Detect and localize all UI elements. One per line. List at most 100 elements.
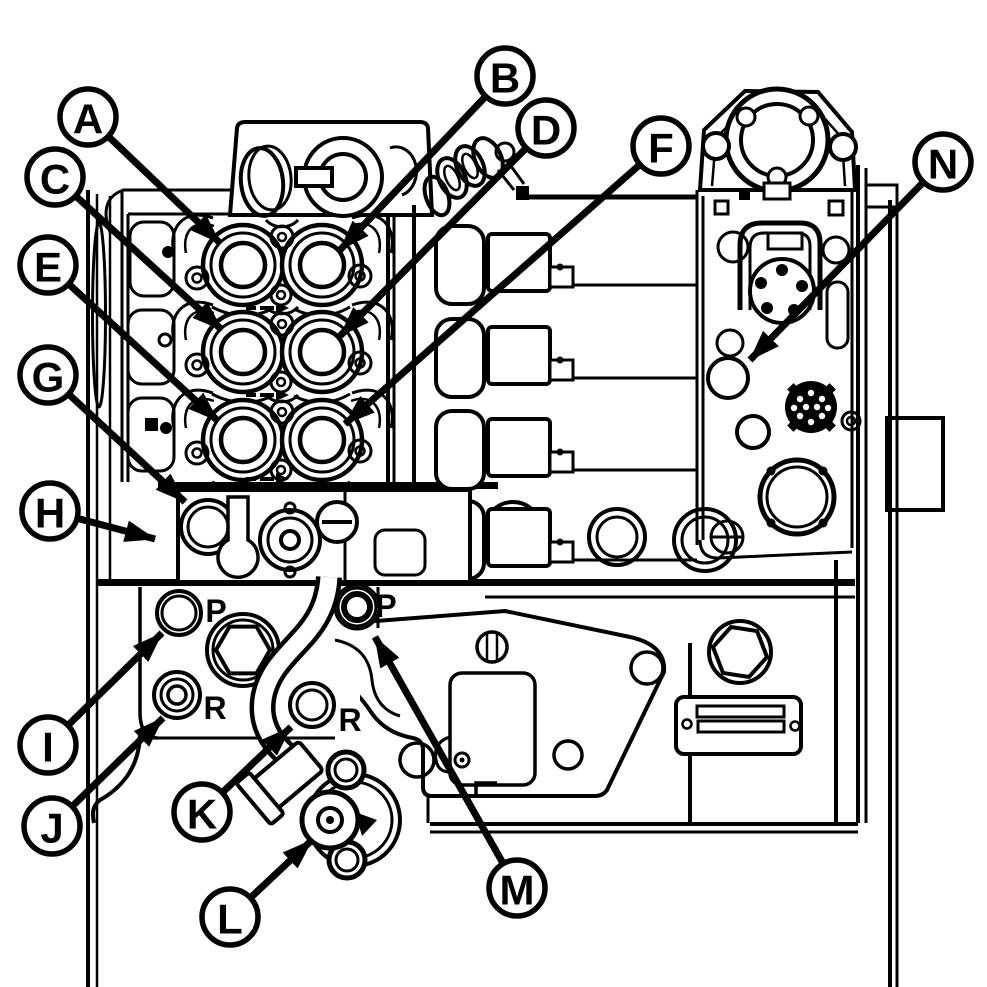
callout-C-circle	[24, 146, 86, 208]
callout-J-label: J	[40, 805, 63, 852]
right-frame	[856, 165, 945, 987]
callout-H-label: H	[35, 490, 65, 537]
callout-I-label: I	[42, 724, 54, 771]
keyhole-fitting	[216, 495, 260, 579]
callout-C-label: C	[40, 156, 70, 203]
port-label-P-0: P	[205, 593, 226, 629]
valve-row-3	[171, 388, 394, 493]
callout-E-arrow	[66, 281, 221, 424]
callout-E: E	[17, 234, 221, 424]
callout-M-circle	[486, 857, 548, 919]
triangular-bracket	[329, 608, 667, 823]
callout-D-label: D	[531, 107, 561, 154]
callout-L-label: L	[217, 896, 243, 943]
valve-ports	[171, 213, 394, 493]
bracket-hole-right	[629, 650, 665, 686]
electrical-connector	[716, 220, 851, 325]
callout-K-circle	[171, 781, 233, 843]
callout-K-arrow	[219, 724, 294, 796]
port-r-right	[288, 681, 336, 729]
callout-H: H	[19, 480, 156, 543]
name-plate	[674, 695, 803, 756]
callout-G: G	[17, 344, 188, 505]
callout-I-circle	[17, 714, 79, 776]
port-label-R-3: R	[338, 702, 361, 738]
mid-band	[97, 579, 855, 599]
callout-N-circle	[912, 131, 974, 193]
callout-L: L	[199, 837, 315, 948]
solenoid-valve-3	[434, 409, 697, 491]
callout-A-arrow	[105, 133, 223, 246]
bracket-hole-left	[398, 741, 436, 779]
callout-B-arrow	[337, 93, 489, 253]
n-target-port	[706, 356, 750, 400]
port-r-left	[152, 670, 202, 720]
valve-port-3-right	[279, 397, 365, 483]
callout-B-circle	[474, 45, 536, 107]
callout-N: N	[747, 131, 974, 363]
right-panel	[695, 86, 862, 560]
callout-H-circle	[19, 480, 81, 542]
center-valve	[258, 501, 322, 579]
bracket-cutout	[448, 671, 537, 787]
callout-M-label: M	[500, 867, 535, 914]
callout-E-label: E	[34, 244, 62, 291]
callout-I-arrow	[65, 630, 165, 728]
callout-C: C	[24, 146, 225, 333]
callout-A-label: A	[73, 96, 103, 143]
port-label-P-1: P	[375, 588, 396, 624]
callout-E-circle	[17, 234, 79, 296]
hex-plug	[707, 619, 773, 685]
callout-N-arrow	[747, 179, 926, 363]
callout-F-label: F	[648, 125, 674, 172]
callout-G-label: G	[32, 354, 65, 401]
callout-J-arrow	[69, 715, 166, 809]
port-p-left	[155, 589, 203, 637]
callout-G-circle	[17, 344, 79, 406]
callout-B: B	[337, 45, 536, 253]
callout-M-arrow	[371, 635, 507, 866]
callout-B-label: B	[490, 55, 520, 102]
callout-A: A	[57, 86, 223, 246]
top-bracket	[227, 120, 435, 218]
valve-port-2-left	[200, 309, 286, 395]
callout-M: M	[371, 635, 548, 919]
solenoid-valve-1	[434, 224, 697, 306]
round-connector	[757, 457, 837, 537]
callout-F-arrow	[342, 161, 643, 427]
callout-F: F	[342, 115, 692, 427]
mesh-vent	[785, 381, 837, 433]
port-p-right	[333, 583, 381, 631]
annotations: A B C D E F G H IJ K L M N P P R R	[17, 45, 974, 948]
solenoid-valve-2	[434, 317, 697, 399]
callout-A-circle	[57, 86, 119, 148]
callout-F-circle	[630, 115, 692, 177]
callout-J-circle	[21, 795, 83, 857]
manifold-block	[176, 488, 472, 584]
callout-I: I	[17, 630, 165, 776]
plate-mark	[474, 781, 497, 795]
solenoid-valve-4	[434, 499, 697, 581]
callout-J: J	[21, 715, 166, 857]
port-label-R-2: R	[203, 690, 226, 726]
callout-C-arrow	[73, 193, 225, 333]
callout-D-arrow	[337, 145, 529, 339]
callout-L-arrow	[248, 837, 315, 901]
callout-H-arrow	[76, 514, 156, 543]
callout-G-arrow	[66, 391, 188, 505]
callout-D-circle	[515, 97, 577, 159]
bracket-hole-center	[552, 739, 584, 771]
mount-block	[145, 418, 158, 431]
callout-D: D	[337, 97, 577, 339]
callout-K: K	[171, 724, 294, 843]
lower-housing	[329, 560, 858, 834]
callout-N-label: N	[928, 141, 958, 188]
solenoid-valves	[434, 224, 697, 581]
callout-K-label: K	[187, 791, 217, 838]
valve-row-2	[171, 300, 394, 405]
slotted-screw	[475, 630, 509, 664]
callout-L-circle	[199, 886, 261, 948]
sensor-assembly	[235, 740, 402, 881]
